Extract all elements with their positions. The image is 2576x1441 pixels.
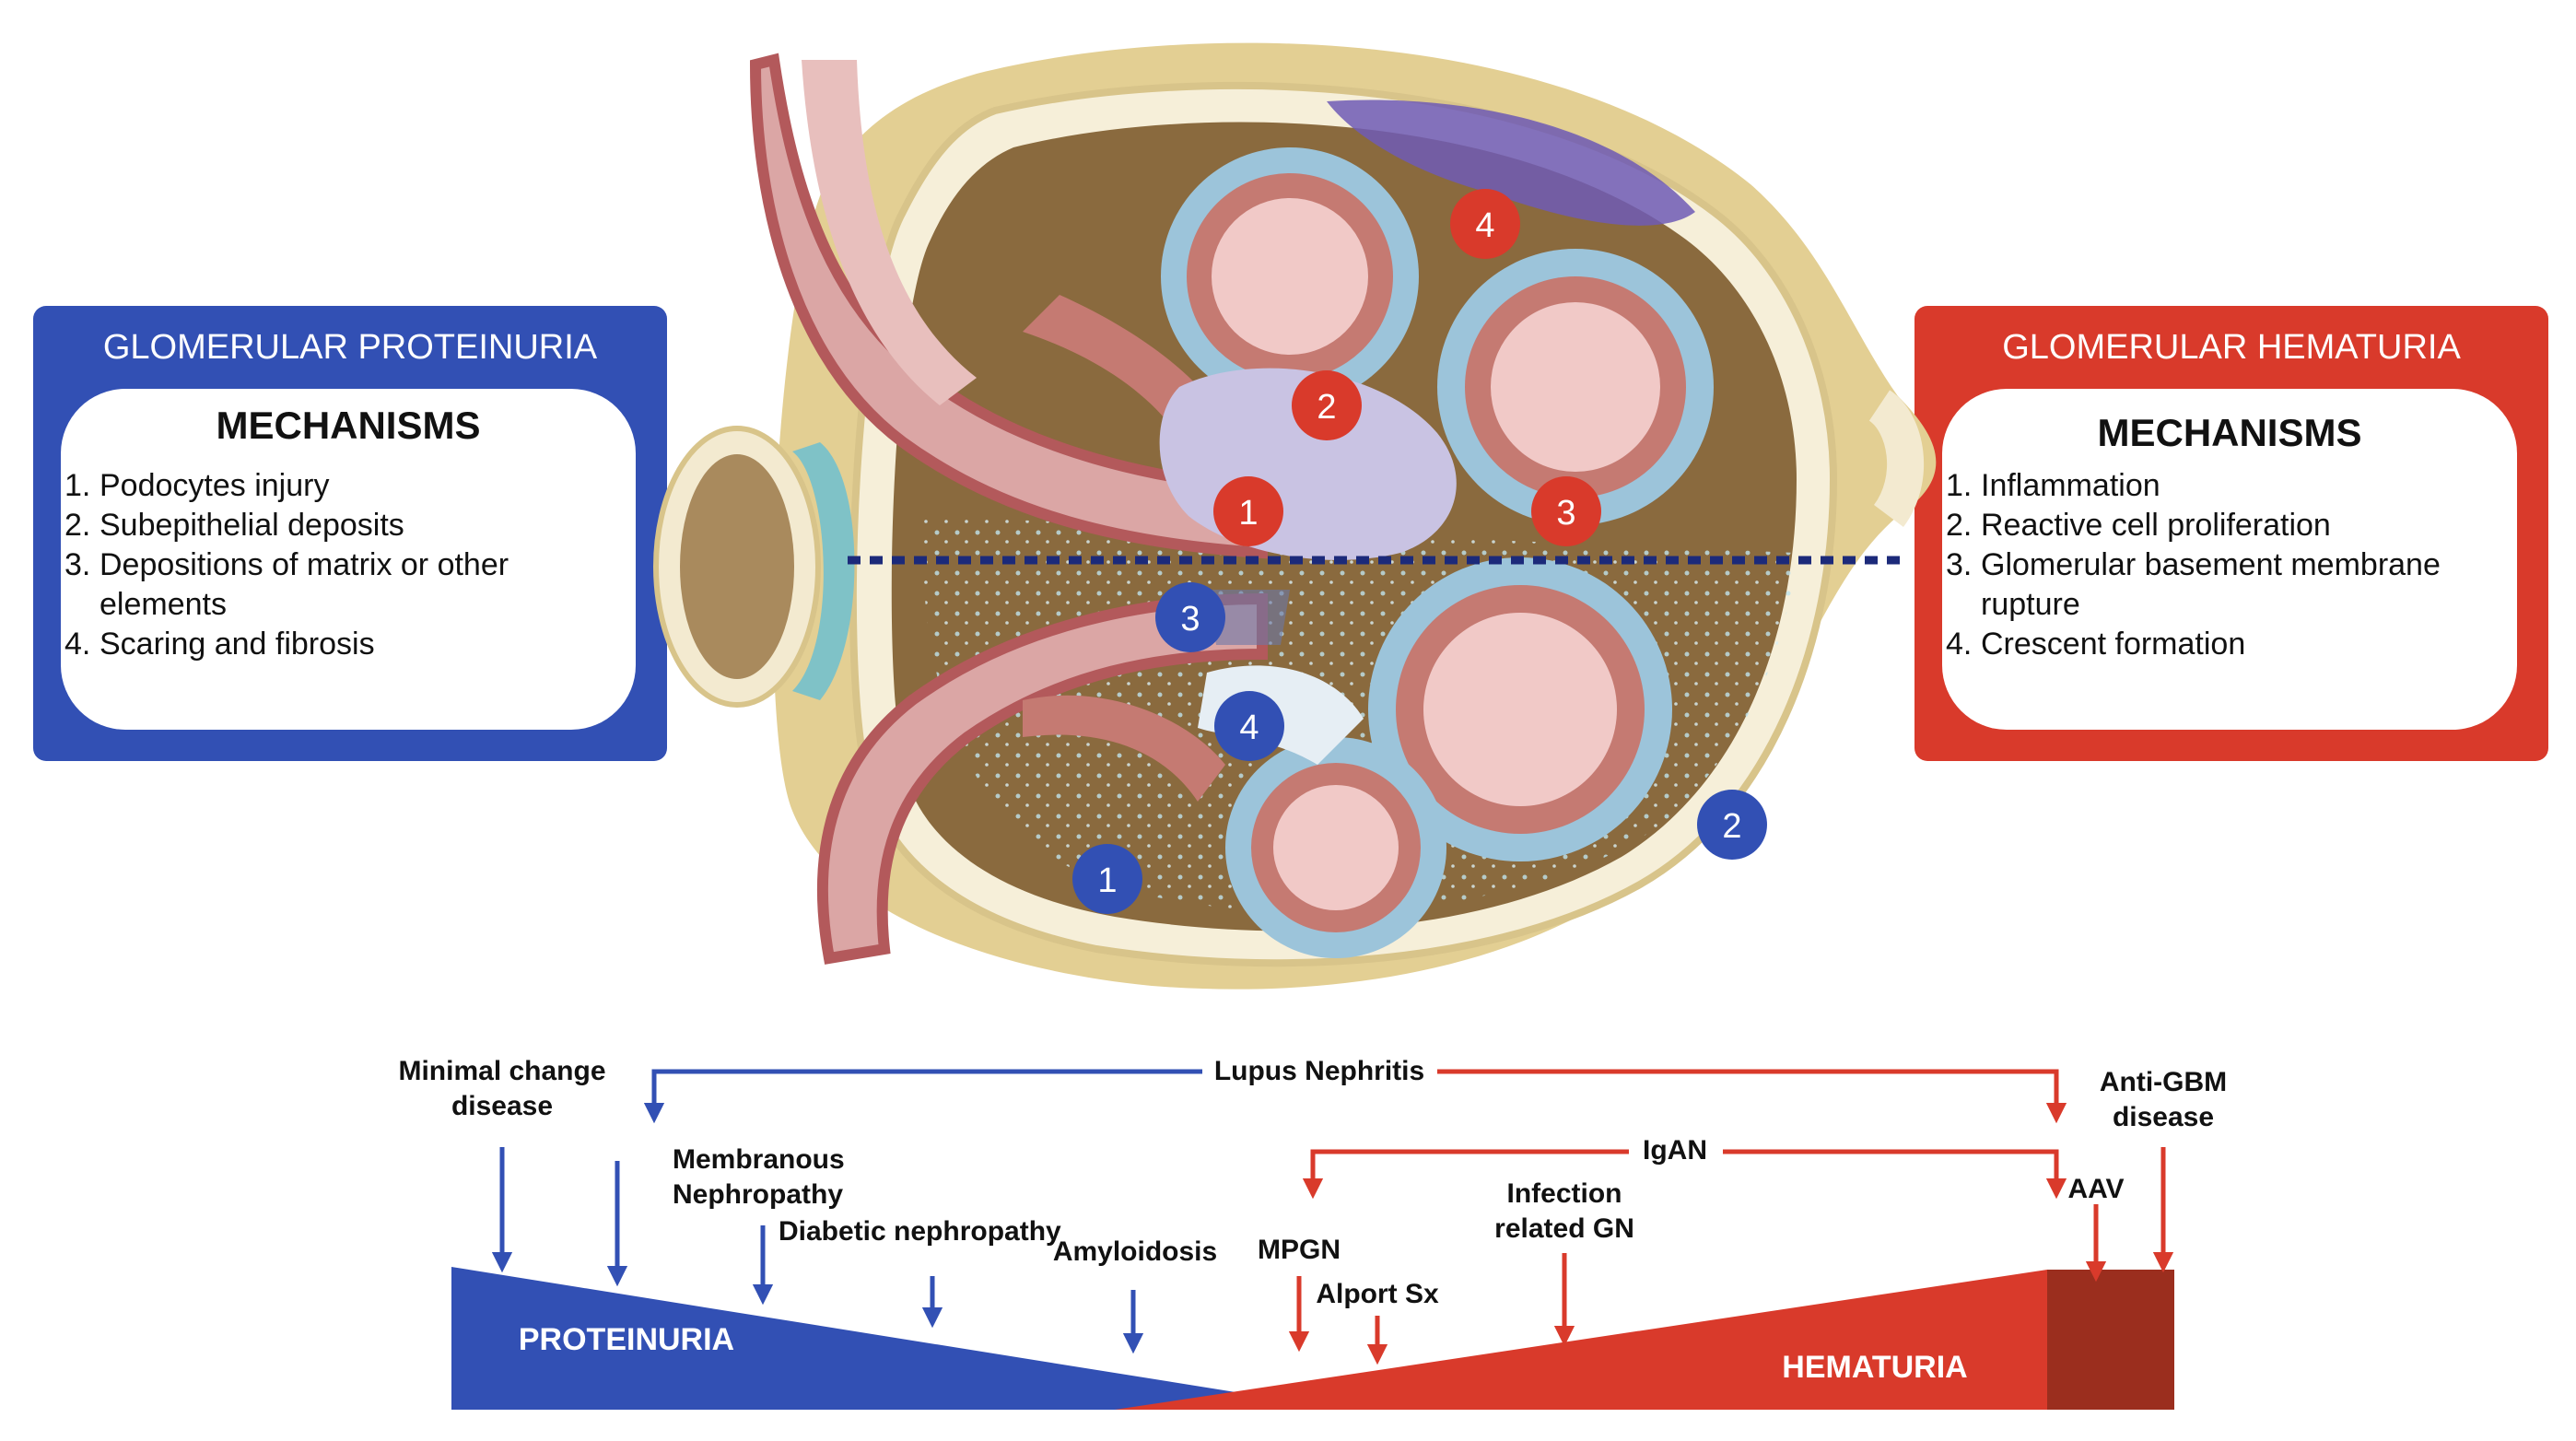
- anti-gbm-label-2: disease: [2113, 1102, 2214, 1132]
- hematuria-panel-title: GLOMERULAR HEMATURIA: [2002, 328, 2461, 367]
- blue-badge-1-label: 1: [1097, 861, 1117, 900]
- membranous-label-1: Membranous: [673, 1144, 845, 1175]
- spectrum-bar: PROTEINURIA HEMATURIA: [451, 1267, 2174, 1410]
- red-badge-4-label: 4: [1475, 206, 1494, 245]
- infection-label-2: related GN: [1494, 1213, 1634, 1244]
- proteinuria-wedge: [451, 1267, 1345, 1410]
- blue-badge-4: [1214, 691, 1284, 761]
- hematuria-wedge: [1115, 1270, 2047, 1410]
- blue-badge-3: [1155, 582, 1225, 652]
- hematuria-mechanisms-title: MECHANISMS: [2097, 411, 2362, 454]
- blue-badge-2: [1697, 790, 1767, 860]
- red-badge-1: [1213, 476, 1283, 546]
- proteinuria-mechanism-item: 2.Subepithelial deposits: [64, 508, 404, 543]
- proteinuria-mechanisms-title: MECHANISMS: [216, 404, 481, 447]
- hematuria-label: HEMATURIA: [1782, 1350, 1967, 1385]
- lupus-nephritis-label: Lupus Nephritis: [1214, 1056, 1424, 1086]
- red-badge-2-label: 2: [1317, 388, 1336, 427]
- red-badges: 1 2 3 4: [1213, 189, 1601, 546]
- tubule-left: [653, 426, 855, 708]
- red-badge-1-label: 1: [1238, 494, 1258, 533]
- blue-badge-1: [1072, 844, 1142, 914]
- igan-bracket: IgAN: [1302, 1135, 2067, 1200]
- blue-badge-3-label: 3: [1180, 600, 1200, 638]
- hematuria-mechanism-item: 2.Reactive cell proliferation: [1946, 508, 2331, 543]
- hematuria-mechanisms-list: 1.Inflammation 2.Reactive cell prolifera…: [1946, 466, 2499, 664]
- proteinuria-mechanism-item: 1.Podocytes injury: [64, 468, 330, 503]
- red-badge-4: [1450, 189, 1520, 259]
- hematuria-dark-segment: [2047, 1270, 2174, 1410]
- proteinuria-label: PROTEINURIA: [519, 1322, 734, 1357]
- proteinuria-arrows: [491, 1147, 1144, 1354]
- red-badge-3-label: 3: [1556, 494, 1575, 533]
- membranous-label-2: Nephropathy: [673, 1179, 843, 1210]
- hematuria-mechanisms-box: MECHANISMS 1.Inflammation 2.Reactive cel…: [1942, 389, 2517, 730]
- hematuria-arrows: [1288, 1147, 2174, 1365]
- minimal-change-label-1: Minimal change: [398, 1056, 605, 1086]
- infection-label-1: Infection: [1507, 1178, 1622, 1209]
- alport-label: Alport Sx: [1316, 1279, 1439, 1309]
- proteinuria-mechanism-item: 3.Depositions of matrix or other element…: [64, 547, 509, 622]
- anti-gbm-label-1: Anti-GBM: [2100, 1067, 2227, 1097]
- blue-badges: 1 2 3 4: [1072, 582, 1767, 914]
- igan-label: IgAN: [1643, 1135, 1707, 1166]
- lupus-bracket: Lupus Nephritis: [643, 1056, 2067, 1124]
- hematuria-mechanism-item: 4.Crescent formation: [1946, 627, 2246, 662]
- hematuria-mechanism-item: 3.Glomerular basement membrane rupture: [1946, 547, 2441, 622]
- proteinuria-panel-title: GLOMERULAR PROTEINURIA: [102, 328, 598, 367]
- proteinuria-panel: GLOMERULAR PROTEINURIA MECHANISMS 1.Podo…: [33, 306, 667, 761]
- capillary-loops: [1023, 147, 1714, 958]
- proteinuria-mechanisms-box: MECHANISMS 1.Podocytes injury 2.Subepith…: [61, 389, 636, 730]
- diabetic-label: Diabetic nephropathy: [779, 1216, 1061, 1247]
- blue-badge-2-label: 2: [1722, 807, 1741, 846]
- interstitial-cells: [1327, 100, 1695, 226]
- proteinuria-mechanism-item: 4.Scaring and fibrosis: [64, 627, 375, 662]
- proteinuria-mechanisms-list: 1.Podocytes injury 2.Subepithelial depos…: [64, 466, 580, 664]
- blue-badge-4-label: 4: [1239, 709, 1259, 747]
- red-badge-2: [1292, 370, 1362, 440]
- red-badge-3: [1531, 476, 1601, 546]
- minimal-change-label-2: disease: [451, 1091, 553, 1121]
- hematuria-panel: GLOMERULAR HEMATURIA MECHANISMS 1.Inflam…: [1914, 306, 2548, 761]
- amyloidosis-label: Amyloidosis: [1053, 1236, 1217, 1267]
- hematuria-mechanism-item: 1.Inflammation: [1946, 468, 2160, 503]
- disease-labels: Minimal change disease Membranous Nephro…: [398, 1056, 2227, 1309]
- aav-label: AAV: [2067, 1174, 2124, 1204]
- mpgn-label: MPGN: [1258, 1235, 1341, 1265]
